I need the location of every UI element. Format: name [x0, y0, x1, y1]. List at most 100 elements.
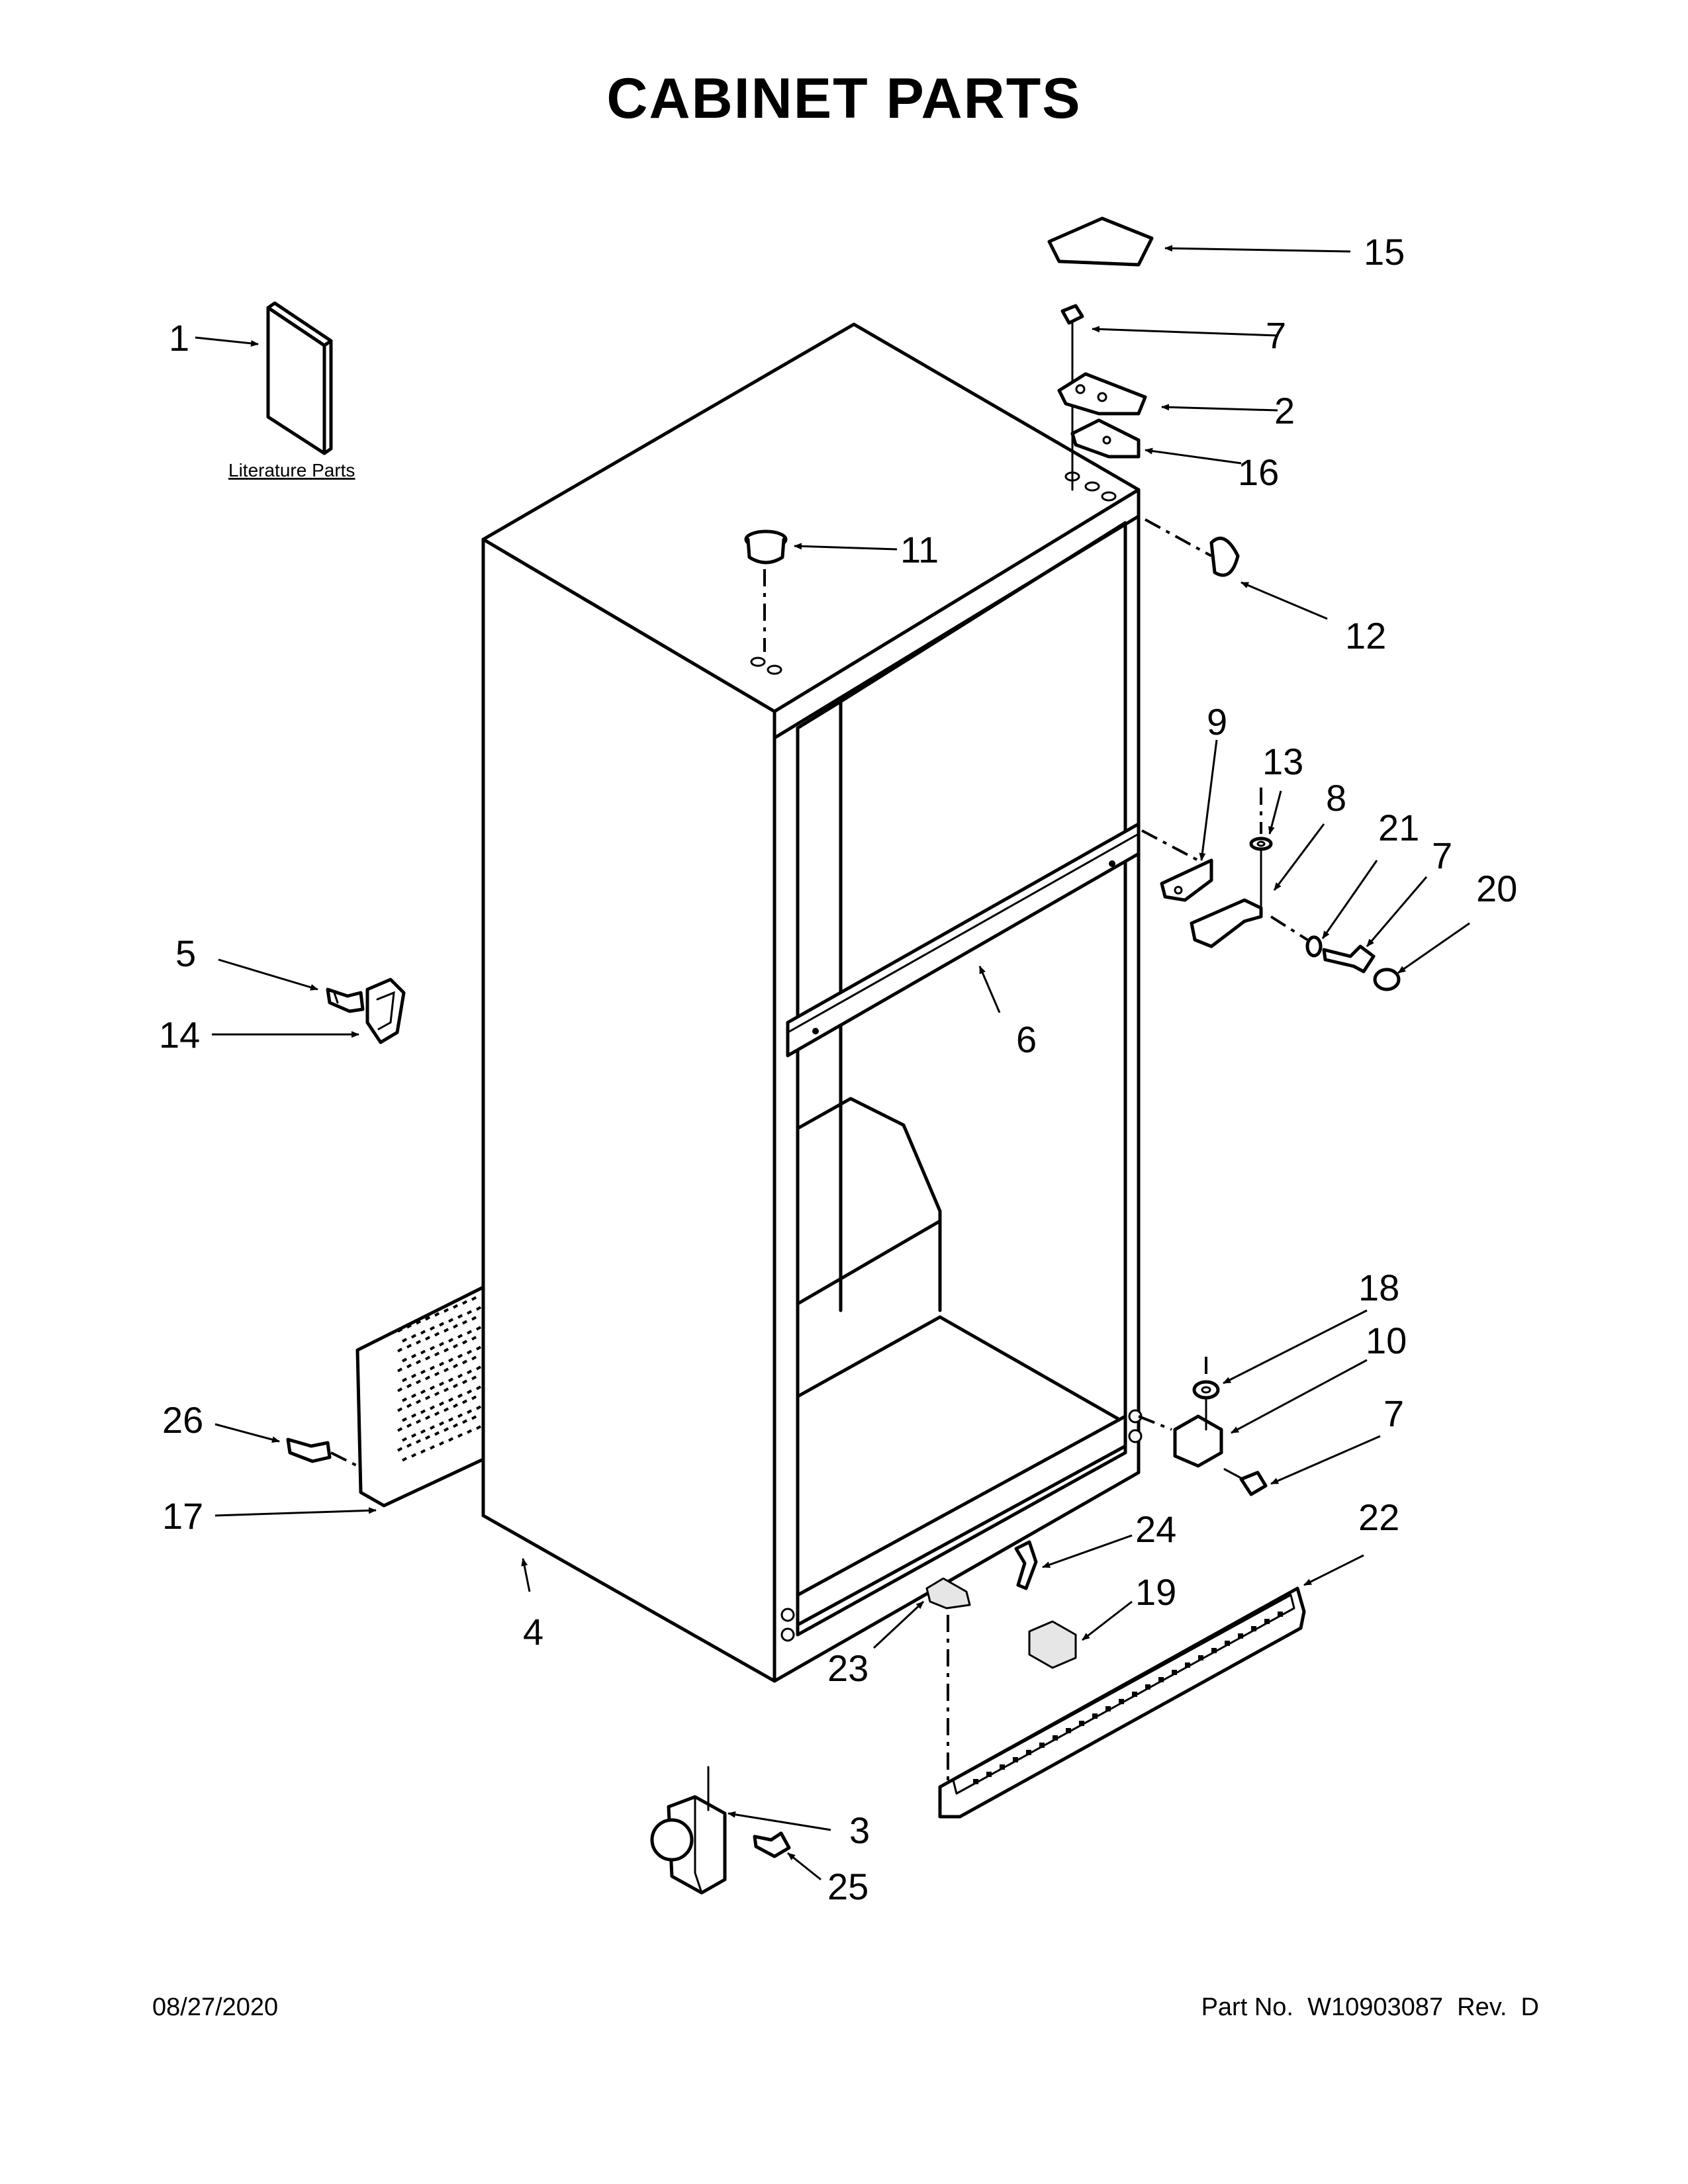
- grille-slot: [1198, 1655, 1203, 1661]
- vent-hole: [402, 1377, 408, 1383]
- roller-bracket-part-3: [650, 1766, 727, 1895]
- guide-part-23: [925, 1577, 971, 1780]
- vent-hole: [424, 1355, 431, 1361]
- grille-slot: [1079, 1721, 1084, 1726]
- vent-hole: [444, 1308, 449, 1313]
- grille-slot: [1158, 1677, 1164, 1682]
- vent-hole: [467, 1310, 473, 1315]
- callout-8: 8: [1326, 777, 1346, 819]
- callout-leader-lines: [195, 245, 1470, 1881]
- callout-4: 4: [523, 1611, 543, 1653]
- vent-hole: [416, 1320, 422, 1325]
- grille-slot: [1225, 1641, 1230, 1646]
- vent-hole: [475, 1385, 482, 1390]
- vent-hole: [453, 1383, 459, 1388]
- vent-hole: [402, 1338, 408, 1343]
- vent-hole: [462, 1419, 468, 1424]
- literature-parts-label: Literature Parts: [228, 460, 355, 480]
- vent-hole: [471, 1355, 477, 1361]
- vent-hole: [476, 1345, 482, 1351]
- vent-hole: [434, 1431, 440, 1436]
- vent-hole: [453, 1324, 459, 1329]
- vent-hole: [406, 1363, 412, 1369]
- vent-hole: [471, 1415, 477, 1420]
- vent-hole: [447, 1357, 454, 1363]
- literature-booklet: [266, 301, 333, 455]
- vent-hole: [475, 1405, 482, 1410]
- vent-hole: [420, 1449, 426, 1454]
- vent-hole: [471, 1296, 477, 1301]
- vent-hole: [471, 1336, 477, 1341]
- callout-labels: 1 15 7 2 16 11 12 9 13 8 21 7 20 5 14 6 …: [159, 231, 1517, 1907]
- hinge-cover-part-15: [1047, 216, 1154, 267]
- vent-hole: [420, 1369, 426, 1375]
- vent-hole: [402, 1417, 408, 1422]
- grille-slot: [1026, 1750, 1031, 1755]
- callout-7: 7: [1432, 835, 1452, 876]
- grille-slot: [973, 1779, 978, 1784]
- vent-hole: [402, 1397, 408, 1402]
- vent-hole: [425, 1336, 431, 1341]
- vent-hole: [444, 1328, 449, 1333]
- footer-date: 08/27/2020: [152, 1993, 279, 2021]
- vent-hole: [397, 1347, 403, 1353]
- vent-hole: [438, 1381, 445, 1387]
- vent-hole: [397, 1427, 403, 1432]
- vent-hole: [411, 1433, 417, 1438]
- callout-7: 7: [1383, 1392, 1404, 1434]
- vent-hole: [447, 1377, 454, 1383]
- callout-14: 14: [159, 1014, 200, 1056]
- vent-hole: [416, 1340, 422, 1345]
- screw-part-26: [286, 1437, 358, 1467]
- vent-hole: [476, 1326, 482, 1331]
- vent-hole: [406, 1403, 412, 1408]
- stop-part-12: [1145, 518, 1240, 577]
- grille-slot: [1105, 1706, 1111, 1711]
- grille-slot: [1185, 1662, 1190, 1668]
- vent-hole: [447, 1397, 454, 1402]
- grille-slot: [1013, 1757, 1018, 1762]
- callout-24: 24: [1135, 1508, 1176, 1550]
- vent-hole: [462, 1359, 468, 1365]
- vent-hole: [402, 1437, 408, 1442]
- vent-hole: [420, 1429, 426, 1434]
- vent-hole: [420, 1409, 426, 1414]
- vent-hole: [406, 1423, 412, 1428]
- callout-20: 20: [1476, 868, 1517, 909]
- vent-hole: [424, 1375, 431, 1381]
- rear-grille-part-17: [355, 1285, 485, 1508]
- grille-slot: [986, 1772, 992, 1777]
- callout-3: 3: [849, 1809, 870, 1851]
- grille-slot: [1000, 1764, 1005, 1770]
- vent-hole: [466, 1389, 473, 1394]
- vent-hole: [429, 1345, 436, 1351]
- vent-hole: [453, 1423, 459, 1428]
- top-hinge-assembly: [1057, 304, 1147, 491]
- vent-hole: [424, 1435, 431, 1440]
- callout-19: 19: [1135, 1571, 1176, 1613]
- vent-hole: [461, 1320, 468, 1325]
- vent-hole: [466, 1429, 473, 1434]
- vent-hole: [424, 1395, 431, 1400]
- vent-hole: [430, 1385, 436, 1390]
- plug-part-11: [744, 529, 788, 652]
- page-title: CABINET PARTS: [606, 67, 1082, 130]
- vent-hole: [420, 1349, 426, 1355]
- vent-holes: [397, 1296, 482, 1462]
- vent-hole: [453, 1403, 459, 1408]
- vent-hole: [438, 1441, 445, 1446]
- grille-slot: [1278, 1612, 1283, 1617]
- vent-hole: [447, 1338, 454, 1343]
- vent-hole: [457, 1373, 463, 1379]
- bottom-hinge-assembly: [1138, 1357, 1268, 1496]
- grille-slot: [1145, 1684, 1150, 1690]
- grille-slot: [1264, 1619, 1270, 1624]
- grille-slots: [973, 1612, 1283, 1784]
- vent-hole: [415, 1439, 422, 1444]
- vent-hole: [476, 1306, 482, 1311]
- vent-hole: [467, 1330, 473, 1335]
- vent-hole: [425, 1316, 431, 1321]
- vent-hole: [411, 1393, 417, 1398]
- vent-hole: [406, 1343, 412, 1349]
